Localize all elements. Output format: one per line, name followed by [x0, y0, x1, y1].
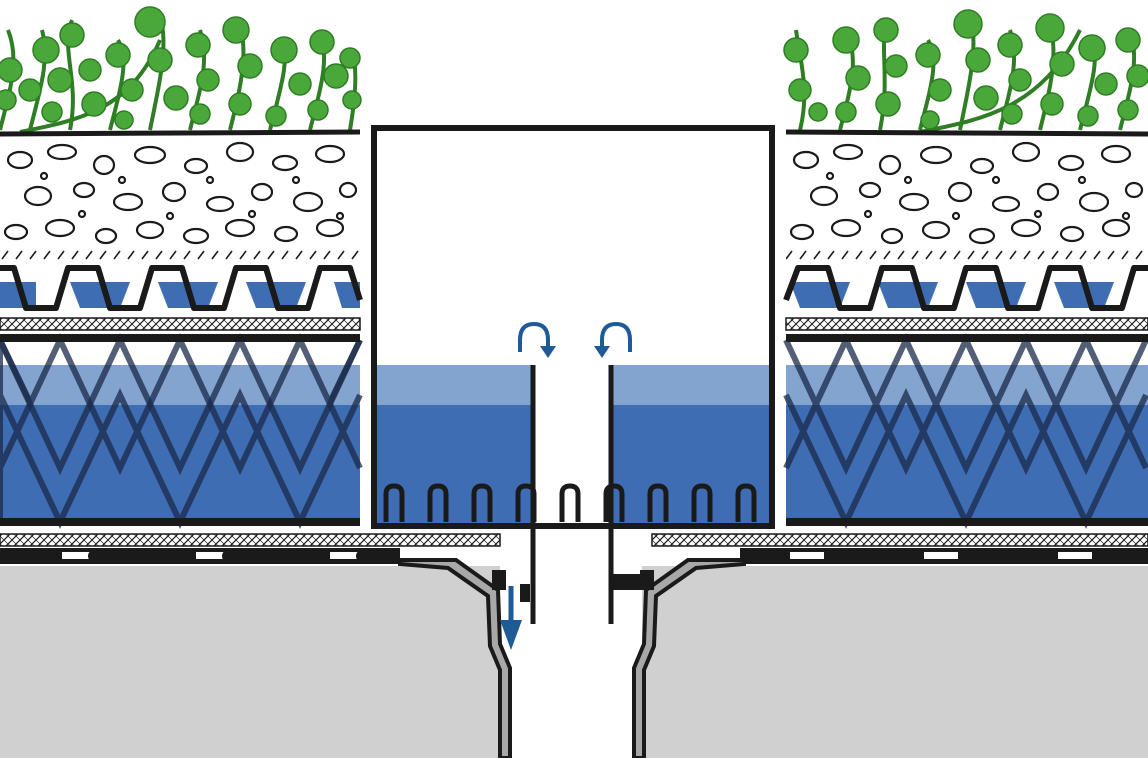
concrete-slab-left — [0, 566, 500, 758]
curved-arrow-down-right-icon — [518, 321, 556, 358]
membrane-layers-right — [651, 533, 1148, 564]
drainage-board-right — [783, 264, 1148, 331]
filter-fleece-left — [0, 250, 360, 260]
retention-crate-left — [0, 332, 363, 530]
membrane-layers-left — [0, 533, 501, 564]
drain-outlet — [398, 558, 746, 758]
concrete-slab-right — [642, 566, 1148, 758]
arrow-down-icon — [500, 586, 522, 650]
drainage-board-left — [0, 264, 363, 331]
curved-arrow-down-left-icon — [594, 321, 632, 358]
retention-crate-right — [783, 332, 1148, 530]
vegetation-left — [0, 6, 362, 137]
vegetation-right — [783, 9, 1148, 137]
substrate-layer-right — [786, 138, 1148, 248]
filter-fleece-right — [786, 250, 1148, 260]
substrate-layer-left — [0, 138, 360, 248]
inspection-chamber — [371, 125, 775, 529]
